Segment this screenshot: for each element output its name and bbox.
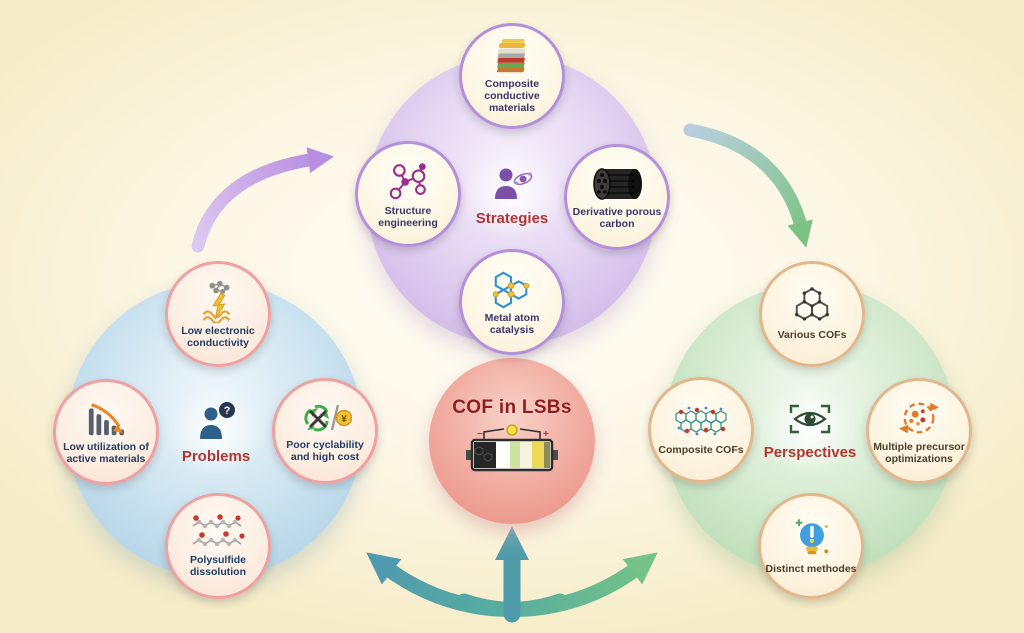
node-label: Multiple precursor optimizations [873,440,965,465]
problems-heading: Problems [181,448,251,465]
arrow-strategies-to-perspectives [683,123,813,248]
polysulfide-chains-icon [190,514,246,552]
arrow-problems-to-strategies [191,147,335,253]
node-label: Structure engineering [378,204,438,229]
node-multiple-precursor-optimizations: Multiple precursor optimizations [866,378,972,484]
node-label: Various COFs [777,328,847,341]
node-label: Polysulfide dissolution [189,553,246,578]
center-title: COF in LSBs [452,397,572,418]
eye-focus-icon [787,401,833,442]
network-nodes-icon [385,159,431,203]
node-metal-atom-catalysis: Metal atom catalysis [459,249,565,355]
arrow-bottom-left [366,552,568,617]
node-low-utilization: Low utilization of active materials [53,379,159,485]
strategies-hub: Strategies [442,137,582,255]
node-various-cofs: Various COFs [759,261,865,367]
problems-hub: ? Problems [146,374,286,492]
node-label: Composite COFs [658,443,744,456]
arrow-bottom-right [456,552,658,617]
layered-materials-icon [487,38,537,76]
cycle-precursor-icon [897,397,941,439]
node-poor-cyclability-high-cost: ¥ Poor cyclability and high cost [272,378,378,484]
battery-cell-icon: − + [464,424,560,485]
svg-text:+: + [543,429,549,440]
composite-lattice-icon [673,404,729,442]
perspectives-hub: Perspectives [740,372,880,490]
svg-text:?: ? [224,405,231,417]
node-label: Poor cyclability and high cost [286,438,364,463]
recycle-cost-icon: ¥ [298,399,353,437]
node-distinct-methodes: Distinct methodes [758,493,864,599]
center-topic-circle: COF in LSBs − + [429,358,595,524]
node-low-electronic-conductivity: Low electronic conductivity [165,261,271,367]
node-label: Low electronic conductivity [181,324,255,349]
strategies-person-icon [489,165,535,208]
node-label: Metal atom catalysis [484,311,540,336]
idea-bulb-icon [789,517,833,561]
svg-text:¥: ¥ [341,414,347,425]
node-composite-conductive-materials: Composite conductive materials [459,23,565,129]
node-structure-engineering: Structure engineering [355,141,461,247]
node-derivative-porous-carbon: Derivative porous carbon [564,144,670,250]
hexagon-catalysis-icon [487,268,537,310]
declining-bars-icon [83,399,129,439]
node-composite-cofs: Composite COFs [648,377,754,483]
problems-person-icon: ? [193,401,239,446]
node-label: Distinct methodes [765,562,857,575]
perspectives-heading: Perspectives [763,444,857,461]
porous-carbon-icon [590,164,644,204]
svg-text:−: − [477,429,483,440]
strategies-heading: Strategies [475,210,549,227]
cof-framework-icon [789,287,835,327]
node-label: Low utilization of active materials [63,440,149,465]
conductivity-lightning-icon [195,279,241,325]
node-label: Derivative porous carbon [572,205,662,230]
node-label: Composite conductive materials [484,77,540,115]
node-polysulfide-dissolution: Polysulfide dissolution [165,493,271,599]
